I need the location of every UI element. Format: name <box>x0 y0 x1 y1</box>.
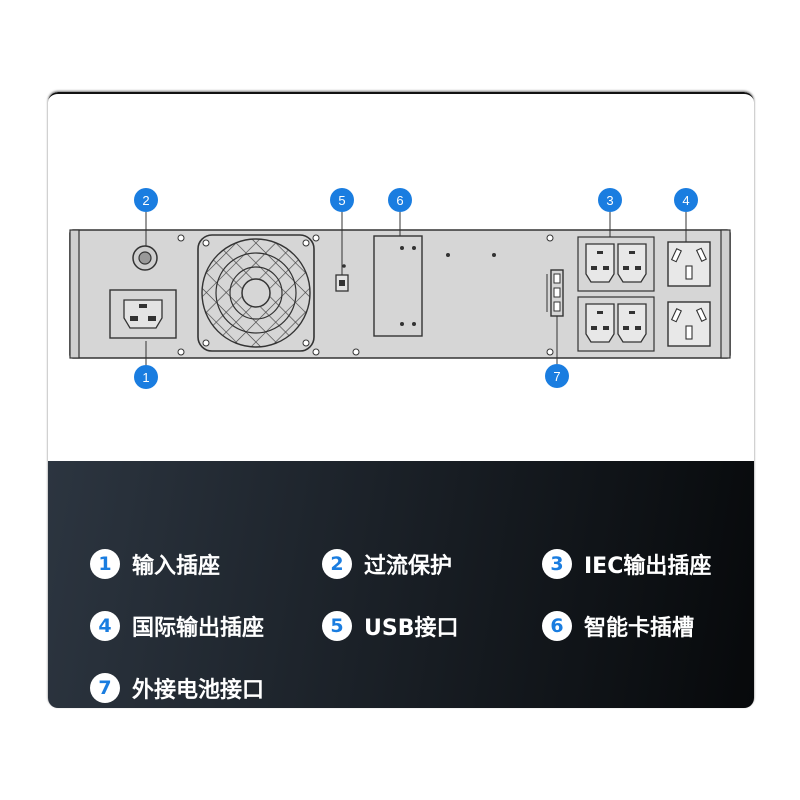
legend-item-usb: 5 USB接口 <box>322 611 458 641</box>
legend-number: 7 <box>90 673 120 703</box>
legend-item-international-output: 4 国际输出插座 <box>90 611 264 641</box>
iec-output-sockets <box>577 236 655 352</box>
callout-1: 1 <box>134 365 158 389</box>
callout-7-number: 7 <box>553 369 560 384</box>
product-card: 1 2 5 6 3 <box>48 92 754 708</box>
legend-number: 3 <box>542 549 572 579</box>
legend-number: 2 <box>322 549 352 579</box>
legend-item-battery: 7 外接电池接口 <box>90 673 264 703</box>
legend-label: IEC输出插座 <box>584 554 712 579</box>
callout-4-number: 4 <box>682 193 689 208</box>
callout-5-number: 5 <box>338 193 345 208</box>
legend-label: 输入插座 <box>132 554 221 579</box>
callout-2: 2 <box>134 188 158 212</box>
legend-label: 过流保护 <box>364 554 453 579</box>
callout-3-number: 3 <box>606 193 613 208</box>
callout-7: 7 <box>545 364 569 388</box>
callout-4: 4 <box>674 188 698 212</box>
legend-number: 1 <box>90 549 120 579</box>
overcurrent-breaker <box>132 245 158 271</box>
international-output-sockets <box>667 241 711 347</box>
callout-3: 3 <box>598 188 622 212</box>
legend-item-iec-output: 3 IEC输出插座 <box>542 549 711 579</box>
callout-markers: 1 2 5 6 3 <box>134 188 698 389</box>
legend-item-smart-slot: 6 智能卡插槽 <box>542 611 694 641</box>
legend-number: 5 <box>322 611 352 641</box>
legend-label: 智能卡插槽 <box>584 616 695 641</box>
port-legend: 1 输入插座 2 过流保护 3 IEC输出插座 4 国际输出插座 5 USB接口… <box>48 461 754 708</box>
legend-label: 外接电池接口 <box>132 678 265 703</box>
callout-6-number: 6 <box>396 193 403 208</box>
ups-rear-panel-illustration: 1 2 5 6 3 <box>69 188 731 389</box>
callout-6: 6 <box>388 188 412 212</box>
legend-label: USB接口 <box>364 616 459 641</box>
external-battery-connector <box>546 269 564 317</box>
legend-label: 国际输出插座 <box>132 616 265 641</box>
legend-item-input-socket: 1 输入插座 <box>90 549 220 579</box>
rear-panel-diagram: 1 2 5 6 3 <box>48 92 754 461</box>
callout-5: 5 <box>330 188 354 212</box>
callout-2-number: 2 <box>142 193 149 208</box>
callout-1-number: 1 <box>142 370 149 385</box>
legend-number: 4 <box>90 611 120 641</box>
smart-card-slot <box>373 235 496 337</box>
callout-leader-lines <box>145 212 687 366</box>
cooling-fan <box>197 234 315 352</box>
input-socket <box>109 289 177 339</box>
legend-item-overcurrent: 2 过流保护 <box>322 549 452 579</box>
legend-number: 6 <box>542 611 572 641</box>
